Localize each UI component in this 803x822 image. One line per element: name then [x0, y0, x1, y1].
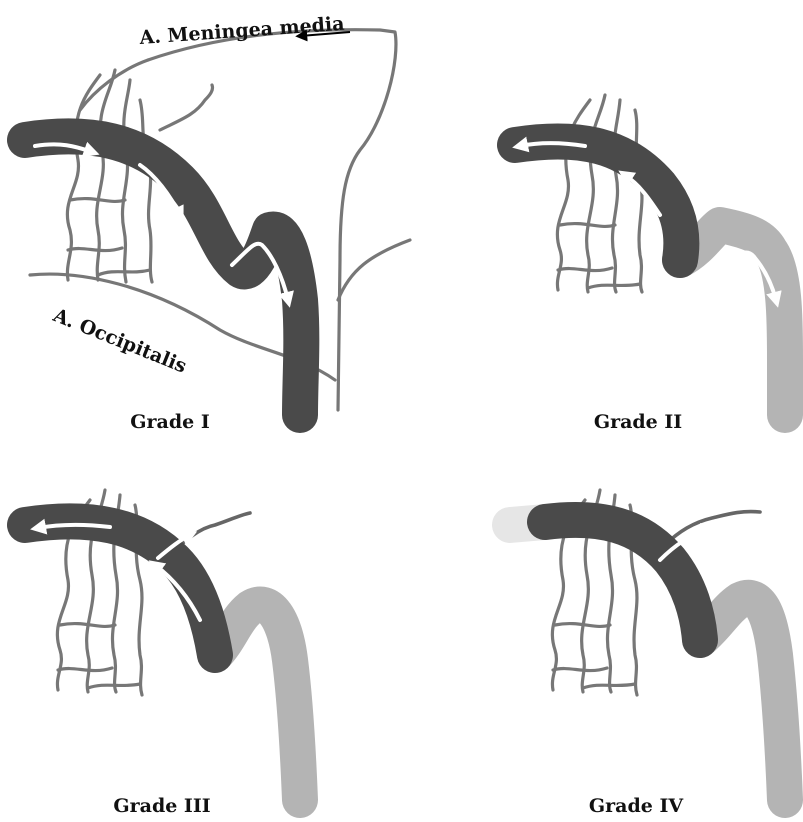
meningea-branch-1: [80, 60, 148, 110]
grade-2-sinus-proximal: [515, 141, 681, 260]
grade-3-label: Grade III: [113, 795, 210, 817]
grade-4-label: Grade IV: [589, 795, 684, 817]
grade-1-label: Grade I: [130, 411, 210, 433]
grade-4-panel: Grade IV: [510, 490, 785, 817]
meningea-media-label: A. Meningea media: [138, 13, 345, 49]
grade-3-panel: Grade III: [25, 490, 300, 817]
meningea-branch-2: [160, 85, 213, 130]
meningea-branch-3: [338, 240, 410, 300]
grade-4-cortical-vein: [665, 512, 760, 545]
grade-2-panel: Grade II: [515, 95, 785, 433]
grade-2-label: Grade II: [594, 411, 682, 433]
grade-1-panel: A. Meningea media A. Occipitalis Grade I: [25, 13, 410, 433]
occipitalis-label: A. Occipitalis: [49, 304, 189, 378]
grade-4-sinus-proximal: [545, 520, 700, 640]
grade-1-feeder-network: [67, 70, 152, 282]
